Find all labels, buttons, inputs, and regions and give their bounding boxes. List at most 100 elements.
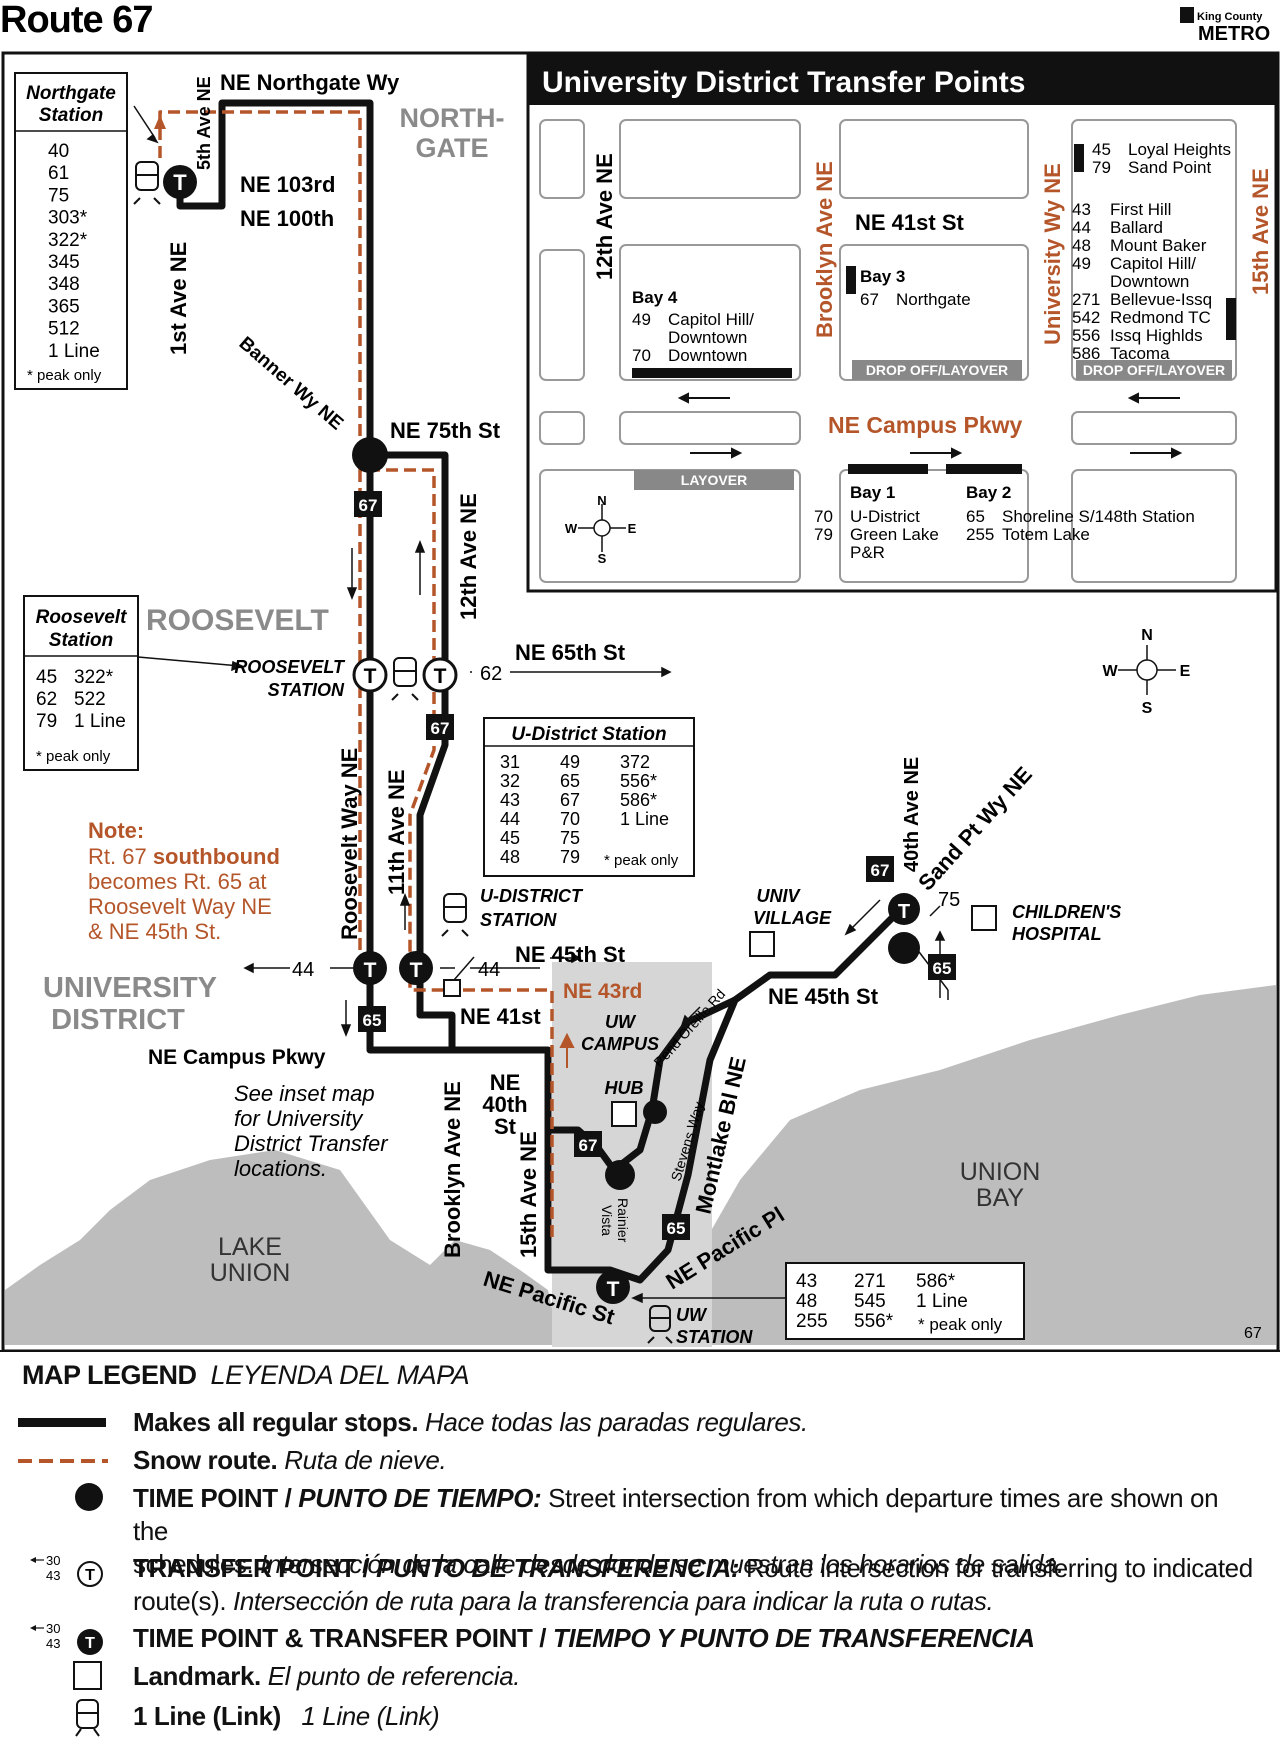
transfer-point-northgate: T — [163, 165, 197, 199]
train-icon — [133, 161, 161, 205]
bay1-r2-dest: Green Lake — [850, 525, 939, 544]
udistrict-title: U-District Station — [511, 724, 666, 745]
label-12th-ave: 12th Ave NE — [456, 493, 481, 620]
northgate-route: 1 Line — [48, 341, 100, 362]
landmark-univ-village — [749, 931, 775, 957]
transfer-point-45th-w: T — [353, 951, 387, 985]
uw-south-num: 542 — [1072, 308, 1100, 327]
bay1-name: Bay 1 — [850, 483, 895, 502]
transfer-point-roosevelt-e: T — [422, 657, 458, 693]
layover-label: LAYOVER — [681, 472, 747, 488]
roosevelt-station-label-1: ROOSEVELT — [234, 657, 346, 677]
northgate-title1: Northgate — [26, 83, 116, 104]
inset-compass-w: W — [565, 521, 578, 536]
landmark-childrens — [971, 905, 997, 931]
route-badge-65: 65 — [358, 1006, 386, 1032]
lake-union-label-1: LAKE — [218, 1233, 282, 1261]
uw-south-dest: Capitol Hill/ — [1110, 254, 1196, 273]
note-bold: southbound — [153, 844, 280, 869]
svg-text:T: T — [410, 959, 423, 982]
inset-campus-pkwy: NE Campus Pkwy — [828, 412, 1022, 438]
compass-w: W — [1102, 663, 1118, 680]
legend-item-snow: Snow route. Ruta de nieve. — [133, 1445, 447, 1475]
legend-title-es: LEYENDA DEL MAPA — [210, 1360, 470, 1390]
label-40th-ave: 40th Ave NE — [901, 757, 923, 872]
route-75-label: 75 — [938, 889, 960, 911]
uw-south-dest: Bellevue-Issq — [1110, 290, 1212, 309]
route-62-label: 62 — [480, 663, 502, 685]
northgate-title2: Station — [39, 105, 103, 126]
bay2-r2-num: 255 — [966, 525, 994, 544]
svg-text:T: T — [607, 1278, 620, 1301]
roosevelt-note: * peak only — [36, 748, 111, 765]
note-line-3: Roosevelt Way NE — [88, 894, 272, 919]
northgate-route: 75 — [48, 185, 69, 206]
page-title: Route 67 — [0, 0, 152, 41]
route-badge-label: 65 — [667, 1219, 686, 1238]
uw-south-dest: Issq Highlds — [1110, 326, 1203, 345]
bay3-name: Bay 3 — [860, 267, 905, 286]
uw-south-dest: Redmond TC — [1110, 308, 1211, 327]
uw-south-num: 271 — [1072, 290, 1100, 309]
uw-south-dest: Tacoma — [1110, 344, 1170, 363]
udistrict-route: 79 — [560, 847, 580, 867]
label-ne-65th: NE 65th St — [515, 640, 626, 665]
label-ne-40th-2: 40th — [482, 1092, 527, 1117]
legend-item-timetransfer: TIME POINT & TRANSFER POINT / TIEMPO Y P… — [133, 1623, 1035, 1653]
roosevelt-route: 1 Line — [74, 711, 126, 732]
northgate-route: 322* — [48, 230, 88, 251]
legend-item-link: 1 Line (Link) 1 Line (Link) — [133, 1701, 440, 1731]
note-line-2: becomes Rt. 65 at — [88, 869, 267, 894]
udistrict-route: 1 Line — [620, 809, 669, 829]
uw-station-label-2: STATION — [676, 1327, 753, 1347]
label-ne-40th-1: NE — [490, 1070, 521, 1095]
uw-north-1-dest: Loyal Heights — [1128, 140, 1231, 159]
union-bay-label-2: BAY — [976, 1184, 1024, 1212]
train-icon-legend — [75, 1699, 100, 1737]
roosevelt-route: 522 — [74, 689, 106, 710]
district-northgate-2: GATE — [416, 133, 489, 163]
snow-arrow — [154, 115, 166, 129]
route-badge-65: 65 — [928, 954, 956, 980]
legend-item-transfer: TRANSFER POINT / PUNTO DE TRANSFERENCIA:… — [133, 1553, 1253, 1616]
legend-item-timepoint: TIME POINT / PUNTO DE TIEMPO: Street int… — [133, 1483, 1219, 1579]
label-ne-40th-3: St — [494, 1114, 517, 1139]
legend-landmark-icon — [73, 1661, 102, 1690]
bay1-r3-dest: P&R — [850, 543, 885, 562]
union-bay — [640, 985, 1276, 1345]
univ-village-label-2: VILLAGE — [753, 908, 832, 928]
northgate-route: 365 — [48, 296, 80, 317]
legend-title: MAP LEGEND LEYENDA DEL MAPA — [22, 1360, 470, 1390]
inset-note-2: for University — [234, 1106, 364, 1131]
legend-time-transfer-icon: 30 43 T — [30, 1621, 103, 1655]
inset-univ-wy: University Wy NE — [1040, 163, 1065, 345]
roosevelt-route: 62 — [36, 689, 57, 710]
udistrict-route: 45 — [500, 828, 520, 848]
route-badge-67: 67 — [574, 1131, 602, 1157]
inset-12th-ave: 12th Ave NE — [592, 153, 617, 280]
bay2-r1-num: 65 — [966, 507, 985, 526]
roosevelt-route: 322* — [74, 667, 114, 688]
landmark-hub — [611, 1101, 637, 1127]
udistrict-station-box: U-District Station 313243444548496567707… — [483, 717, 695, 877]
district-university-2: DISTRICT — [51, 1004, 185, 1036]
brand-bottom: METRO — [1198, 23, 1270, 45]
bay4-r3-num: 70 — [632, 346, 651, 365]
route-line — [176, 99, 903, 1284]
time-point-udist — [888, 932, 920, 964]
label-5th-ave: 5th Ave NE — [194, 76, 214, 170]
bay3-r1-num: 67 — [860, 290, 879, 309]
metro-logo: King County METRO — [1180, 7, 1270, 45]
udistrict-route: 70 — [560, 809, 580, 829]
bay4-r3-dest: Downtown — [668, 346, 747, 365]
svg-text:T: T — [898, 901, 910, 923]
district-roosevelt: ROOSEVELT — [146, 604, 329, 637]
route-badge-67: 67 — [866, 856, 894, 882]
uw-route: 271 — [854, 1271, 886, 1292]
route-badge-label: 67 — [359, 496, 378, 515]
legend-sym2-route-2: 43 — [46, 1636, 60, 1651]
label-ne-45th: NE 45th St — [515, 942, 626, 967]
legend-transfer-point-icon: 30 43 T — [30, 1553, 103, 1587]
label-ne-northgate-wy: NE Northgate Wy — [220, 70, 400, 95]
uw-north-2-num: 79 — [1092, 158, 1111, 177]
